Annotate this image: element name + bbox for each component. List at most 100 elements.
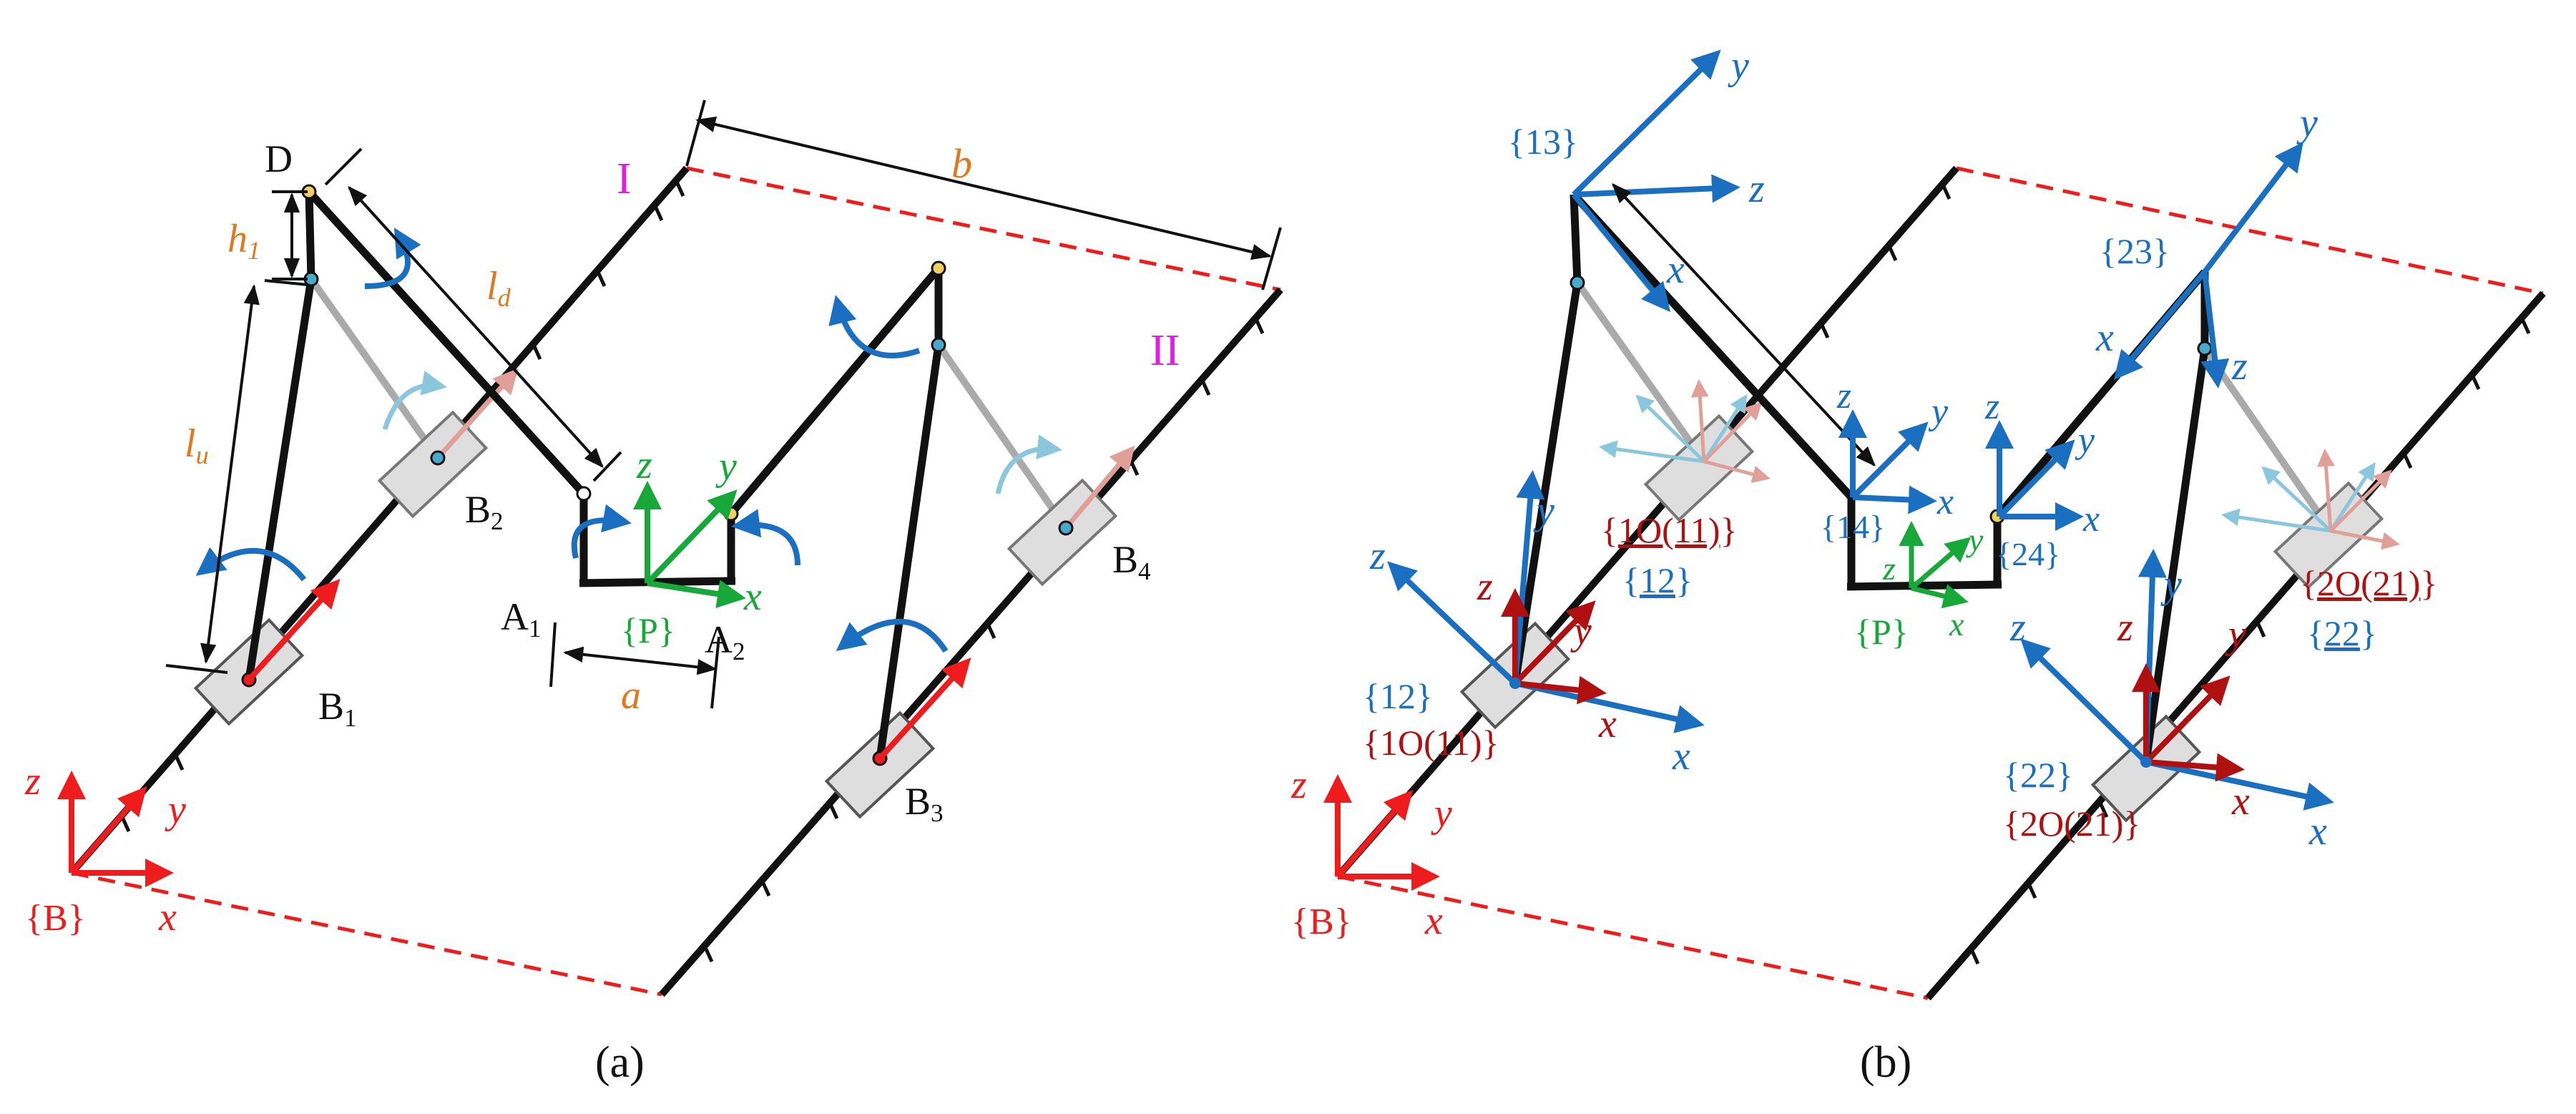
label-ld: ld xyxy=(486,264,511,312)
slider-21 xyxy=(2273,481,2384,590)
frame-label-12: {12} xyxy=(1363,676,1433,716)
axis-z: z xyxy=(1882,550,1896,587)
frame-B-a: z y x {B} xyxy=(24,759,186,939)
label-B1: B1 xyxy=(318,685,357,732)
label-D: D xyxy=(265,137,293,180)
rotation-arrow-light xyxy=(995,434,1062,494)
panel-a: b I II xyxy=(24,99,1283,1087)
platform-edge xyxy=(1846,580,2002,591)
slider-axis-arrow xyxy=(878,658,971,761)
dimension-extension xyxy=(685,99,706,167)
axis-z: z xyxy=(1984,386,1999,427)
dimension-line xyxy=(1612,182,1876,467)
axis-y: y xyxy=(1533,489,1554,533)
axis-y: y xyxy=(2225,612,2246,657)
axis-z: z xyxy=(1291,763,1307,807)
frame-label-B: {B} xyxy=(1291,902,1352,942)
axis-z: z xyxy=(1476,565,1493,609)
axis-z: z xyxy=(24,759,41,803)
axis-x: x xyxy=(2308,809,2327,854)
frame-P-a: z y x {P} xyxy=(621,443,762,650)
frame-label-13: {13} xyxy=(1508,122,1578,162)
axis-y: y xyxy=(2160,562,2182,607)
rear-link xyxy=(1574,280,1708,464)
axis-y: y xyxy=(715,444,737,489)
label-a: a xyxy=(621,673,641,718)
rear-link-B2 xyxy=(308,277,441,460)
joint-slider-B2 xyxy=(430,450,446,466)
caption-a: (a) xyxy=(595,1038,645,1087)
label-guide-II: II xyxy=(1150,326,1180,375)
label-guide-I: I xyxy=(617,155,632,203)
frame-12-upper: y z x xyxy=(1369,470,1705,778)
axis-y: y xyxy=(1728,44,1749,88)
axis-y: y xyxy=(165,788,186,832)
frame-2O21: z y x xyxy=(2117,605,2250,824)
label-h1: h1 xyxy=(227,217,260,265)
axis-z: z xyxy=(1369,534,1386,578)
joint xyxy=(2197,341,2213,356)
rotation-arrow xyxy=(836,618,949,653)
axis-y: y xyxy=(1570,609,1592,653)
frame-label-1O11: {1O(11)} xyxy=(1363,723,1499,763)
axis-x: x xyxy=(2082,499,2100,539)
axis-x: x xyxy=(1598,702,1617,746)
axis-y: y xyxy=(2075,420,2095,461)
axis-x: x xyxy=(743,575,762,619)
label-lu: lu xyxy=(185,421,209,469)
svg-text:{2O(21)}: {2O(21)} xyxy=(2300,563,2437,603)
label-A2: A2 xyxy=(705,618,745,665)
axis-x: x xyxy=(1936,482,1954,522)
joint-A2 xyxy=(723,506,739,522)
rotation-arrow xyxy=(731,509,800,566)
slider-22 xyxy=(2090,714,2202,823)
rotation-arrow xyxy=(571,504,632,559)
axis-z: z xyxy=(2009,605,2026,650)
axis-z: z xyxy=(636,443,652,487)
dimension-lu xyxy=(200,284,260,664)
axis-z: z xyxy=(2117,605,2133,650)
axis-x: x xyxy=(1672,734,1690,778)
frame-label-14: {14} xyxy=(1821,509,1885,545)
underlined-label-1O11: {1O(11)} {12} xyxy=(1601,510,1738,600)
axis-y: y xyxy=(1966,522,1984,558)
axis-y: y xyxy=(2296,101,2318,145)
axis-x: x xyxy=(158,895,177,939)
axis-z: z xyxy=(2231,344,2248,389)
axis-y: y xyxy=(1928,391,1949,432)
base-edge-dashed xyxy=(686,166,1281,292)
frame-22-upper: y z x xyxy=(2009,549,2334,854)
axis-x: x xyxy=(1666,248,1685,292)
axis-x: x xyxy=(1949,606,1964,642)
joint-top-2 xyxy=(931,260,946,276)
axis-x: x xyxy=(2095,316,2114,360)
frame-14: z y x {14} xyxy=(1821,376,1954,545)
label-B3: B3 xyxy=(905,780,944,827)
frame-13: y z x {13} xyxy=(1508,44,1765,313)
underlined-label-2O21: {2O(21)} {22} xyxy=(2300,563,2437,653)
label-B2: B2 xyxy=(465,488,504,535)
base-edge-dashed xyxy=(1956,166,2544,295)
frame-label-P: {P} xyxy=(621,610,675,650)
joint-B2 xyxy=(576,486,592,502)
base-edge-dashed xyxy=(71,871,662,997)
label-b: b xyxy=(951,140,972,187)
axis-z: z xyxy=(1836,376,1851,416)
rear-link xyxy=(2200,345,2334,533)
label-A1: A1 xyxy=(501,595,542,642)
dimension-extension xyxy=(1261,227,1282,290)
joint-slider-12 xyxy=(1509,678,1521,689)
slider-axis-arrow xyxy=(1064,445,1135,530)
joint xyxy=(1569,275,1585,290)
axis-y: y xyxy=(1431,791,1452,836)
frame-23: y x z {23} xyxy=(2095,101,2318,389)
slider-axis-arrow xyxy=(247,579,341,682)
frame-label-23: {23} xyxy=(2100,231,2170,271)
dimension-a xyxy=(563,646,718,675)
faded-frame-21 xyxy=(2221,449,2400,550)
svg-text:{22}: {22} xyxy=(2307,613,2377,653)
frame-B-b: z y x {B} xyxy=(1291,763,1452,943)
dimension-b xyxy=(695,116,1272,260)
svg-text:{1O(11)}: {1O(11)} xyxy=(1601,510,1738,550)
axis-x: x xyxy=(2231,779,2250,824)
